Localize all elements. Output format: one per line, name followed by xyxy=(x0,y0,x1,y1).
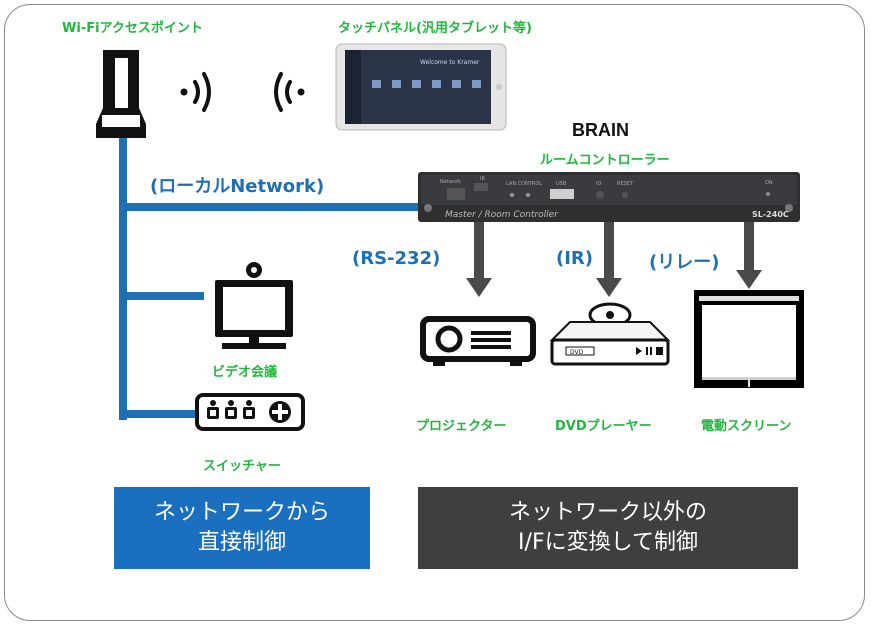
projector-icon xyxy=(420,316,536,366)
video-conference-icon xyxy=(215,262,293,349)
svg-text:SL-240C: SL-240C xyxy=(752,210,789,219)
svg-text:IR: IR xyxy=(480,176,485,182)
svg-text:ON: ON xyxy=(765,180,773,186)
network-direct-line1: ネットワークから xyxy=(153,500,330,525)
wifi-signal-icon xyxy=(180,72,305,112)
relay-label: (リレー) xyxy=(649,252,720,273)
other-if-box: ネットワーク以外の I/Fに変換して制御 xyxy=(418,487,798,569)
access-point-icon xyxy=(96,50,146,138)
other-if-line2: I/Fに変換して制御 xyxy=(518,530,698,555)
ir-label: (IR) xyxy=(556,248,594,269)
controller-device-icon: Network IR LAN CONTROL USB IO RESET ON M… xyxy=(418,172,800,222)
screen-label: 電動スクリーン xyxy=(701,419,792,434)
local-network-label: (ローカルNetwork) xyxy=(150,176,325,197)
projector-label: プロジェクター xyxy=(416,419,507,434)
svg-text:USB: USB xyxy=(556,181,567,187)
wifi-ap-label: Wi-Fiアクセスポイント xyxy=(62,21,203,36)
svg-text:Welcome to Kramer: Welcome to Kramer xyxy=(420,59,480,66)
switcher-label: スイッチャー xyxy=(203,459,281,474)
brain-subtitle: ルームコントローラー xyxy=(540,153,670,168)
rs232-label: (RS-232) xyxy=(352,248,441,269)
network-direct-line2: 直接制御 xyxy=(197,530,286,555)
svg-text:LAN CONTROL: LAN CONTROL xyxy=(506,181,542,187)
screen-icon xyxy=(694,290,804,388)
arrows xyxy=(466,222,762,297)
touch-panel-label: タッチパネル(汎用タブレット等) xyxy=(338,21,532,36)
svg-text:Network: Network xyxy=(440,179,461,185)
dvd-player-label: DVDプレーヤー xyxy=(555,419,652,434)
svg-text:Master / Room Controller: Master / Room Controller xyxy=(445,210,559,220)
switcher-icon xyxy=(195,393,305,431)
svg-text:RESET: RESET xyxy=(617,181,634,187)
tablet-icon: Welcome to Kramer xyxy=(335,43,507,131)
brain-title: BRAIN xyxy=(572,120,629,140)
dvd-player-icon: DVD xyxy=(549,302,671,366)
network-lines xyxy=(119,138,424,420)
diagram-frame xyxy=(4,4,865,621)
svg-text:IO: IO xyxy=(596,181,601,187)
svg-text:DVD: DVD xyxy=(570,349,584,356)
video-conf-label: ビデオ会議 xyxy=(212,365,278,380)
network-direct-box: ネットワークから 直接制御 xyxy=(114,487,370,569)
other-if-line1: ネットワーク以外の xyxy=(508,500,707,525)
